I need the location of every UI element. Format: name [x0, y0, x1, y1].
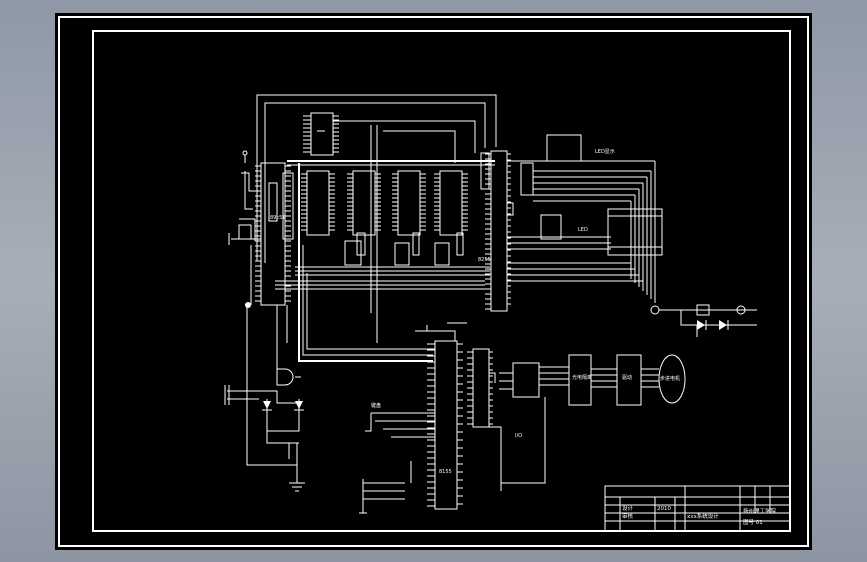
mcu-block: 89c51: [228, 150, 297, 466]
title-block-date: 2010: [657, 506, 671, 512]
motor-label: 步进电机: [660, 375, 680, 382]
isolation-box: [568, 354, 592, 406]
diode-circuit: [224, 361, 305, 492]
led-display-bus: LED显示 LED: [507, 134, 663, 303]
drawing-sheet: 89c51: [55, 13, 812, 550]
schematic-drawing: 89c51: [58, 16, 809, 547]
chip-row: [256, 94, 497, 343]
chip-8155: 8155 键盘 I/O: [359, 322, 546, 514]
chip-8155-label: 8155: [439, 469, 452, 475]
driver-label: 驱动: [622, 374, 632, 381]
chip-8255: 8255: [478, 150, 534, 312]
outer-frame: [58, 16, 809, 547]
title-block-school: 扬州理工学院: [743, 507, 777, 515]
title-block-drawing-no: 图号 01: [743, 518, 763, 526]
led-panel-label: LED显示: [595, 149, 615, 155]
mcu-label: 89c51: [270, 215, 285, 221]
led-panel2-label: LED: [578, 227, 588, 233]
title-block-checker: 审核: [622, 512, 634, 520]
title-block-title: xxx系统设计: [687, 512, 719, 520]
motor-chain: 光电隔离 驱动 步进电机: [539, 354, 686, 406]
title-block-designer: 设计: [622, 504, 634, 512]
isolation-label: 光电隔离: [572, 374, 592, 381]
title-block: 设计 审核 2010 xxx系统设计 扬州理工学院 图号 01: [604, 485, 791, 532]
driver-box: [616, 354, 642, 406]
relay-circuit: [650, 304, 757, 337]
io-label: I/O: [515, 433, 522, 439]
inner-frame: [92, 30, 791, 532]
chip-pin-stubs: [255, 115, 511, 507]
motor-symbol: [658, 354, 686, 404]
keyboard-label: 键盘: [371, 402, 381, 409]
chip-8255-label: 8255: [478, 257, 491, 263]
